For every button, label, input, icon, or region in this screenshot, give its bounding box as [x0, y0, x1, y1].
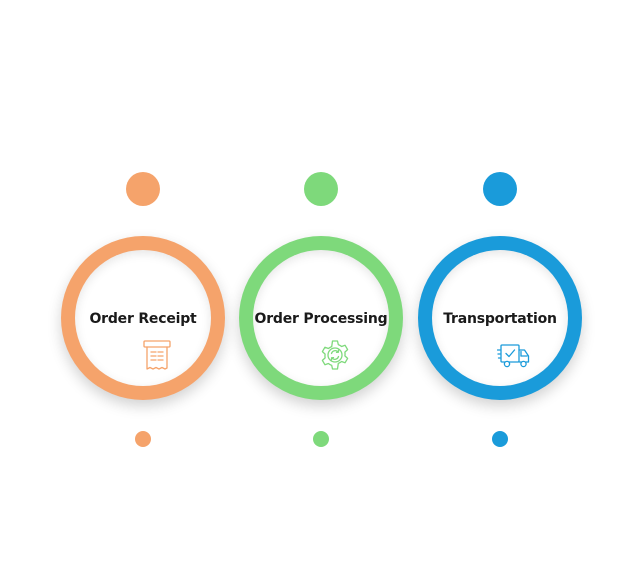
- gear-icon: [318, 338, 352, 372]
- step-order-processing: Order Processing: [236, 0, 406, 567]
- step-ring: Order Receipt: [61, 236, 225, 400]
- step-label: Order Processing: [254, 311, 388, 327]
- top-dot: [126, 172, 160, 206]
- step-transportation: Transportation: [415, 0, 585, 567]
- bottom-dot: [313, 431, 329, 447]
- delivery-truck-icon: [497, 338, 531, 372]
- top-dot: [483, 172, 517, 206]
- bottom-dot: [492, 431, 508, 447]
- step-inner-circle: Order Processing: [253, 250, 389, 386]
- step-ring: Transportation: [418, 236, 582, 400]
- step-inner-circle: Transportation: [432, 250, 568, 386]
- receipt-icon: [140, 338, 174, 372]
- step-ring: Order Processing: [239, 236, 403, 400]
- step-inner-circle: Order Receipt: [75, 250, 211, 386]
- step-label: Order Receipt: [89, 311, 197, 327]
- bottom-dot: [135, 431, 151, 447]
- step-label: Transportation: [443, 311, 557, 327]
- top-dot: [304, 172, 338, 206]
- step-order-receipt: Order Receipt: [58, 0, 228, 567]
